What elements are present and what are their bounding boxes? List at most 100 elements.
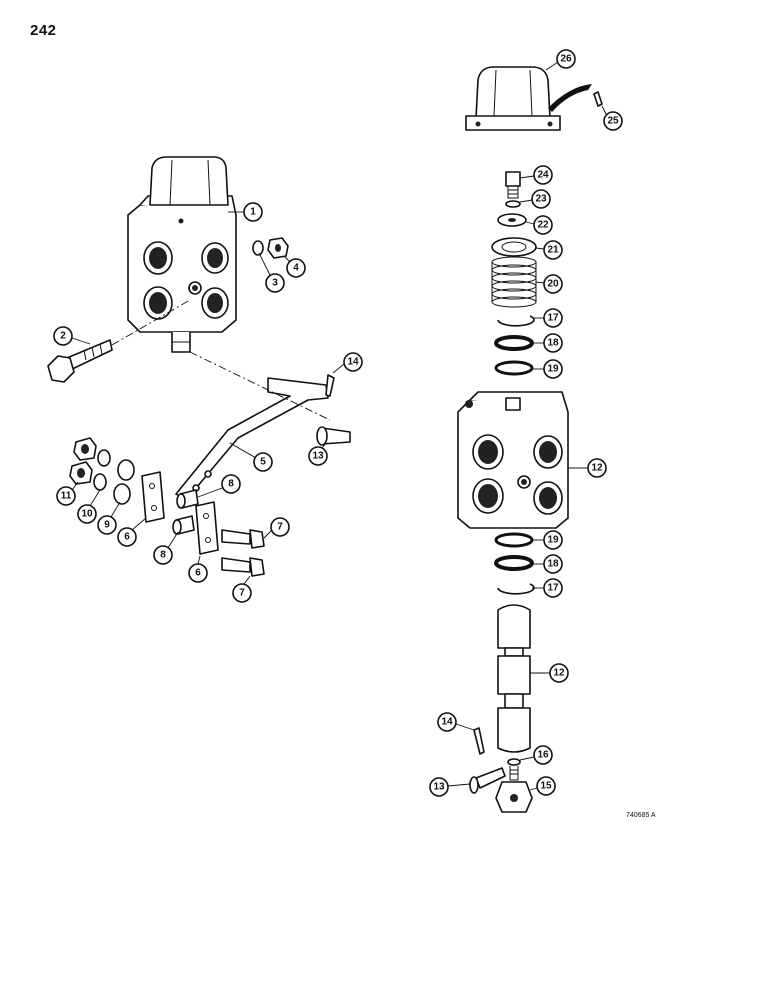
- cotter-pin-14-right: [473, 727, 485, 755]
- callout-6-left: 6: [117, 527, 137, 547]
- callout-26: 26: [556, 49, 576, 69]
- lock-washer-3: [252, 240, 264, 256]
- callout-12-spool: 12: [549, 663, 569, 683]
- callout-5: 5: [253, 452, 273, 472]
- svg-text:8: 8: [228, 479, 234, 490]
- callout-20: 20: [543, 274, 563, 294]
- svg-text:5: 5: [260, 457, 266, 468]
- plate-6b: [195, 501, 219, 555]
- callout-9: 9: [97, 515, 117, 535]
- bolt-2: [47, 339, 113, 383]
- callout-18-top: 18: [543, 333, 563, 353]
- spool-12: [497, 604, 531, 753]
- spacer-8b: [172, 515, 195, 535]
- callout-7-bottom: 7: [232, 583, 252, 603]
- pin-13-right: [469, 767, 506, 794]
- seal-ring-18-top: [494, 335, 534, 351]
- callout-19-top: 19: [543, 359, 563, 379]
- figure-code: 740685 A: [626, 812, 656, 819]
- spring-seat-21: [491, 237, 537, 257]
- valve-assembly-left: [127, 156, 237, 353]
- washer-9b: [113, 483, 131, 505]
- retainer-22: [497, 213, 527, 227]
- callout-2: 2: [53, 326, 73, 346]
- svg-text:18: 18: [547, 559, 559, 570]
- svg-text:21: 21: [547, 245, 559, 256]
- bolt-7a: [221, 529, 265, 549]
- callout-8-bottom: 8: [153, 545, 173, 565]
- o-ring-19-top: [494, 360, 534, 376]
- callouts: 1 3 4 2 14 5 13 11 10 9 6 8 8: [53, 49, 623, 797]
- svg-text:23: 23: [535, 194, 547, 205]
- callout-14-right: 14: [437, 712, 457, 732]
- svg-text:26: 26: [560, 54, 572, 65]
- spacer-8a: [176, 489, 199, 509]
- svg-text:20: 20: [547, 279, 559, 290]
- screw-24: [505, 171, 521, 199]
- callout-10: 10: [77, 504, 97, 524]
- o-ring-19-bottom: [494, 532, 534, 548]
- svg-text:19: 19: [547, 535, 559, 546]
- cotter-pin-14-left: [325, 374, 335, 397]
- callout-15: 15: [536, 776, 556, 796]
- svg-text:8: 8: [160, 550, 166, 561]
- washer-23: [505, 200, 521, 208]
- callout-11: 11: [56, 486, 76, 506]
- callout-16: 16: [533, 745, 553, 765]
- callout-13-left: 13: [308, 446, 328, 466]
- svg-text:22: 22: [537, 220, 549, 231]
- svg-text:16: 16: [537, 750, 549, 761]
- cap-26: [465, 66, 561, 131]
- svg-text:2: 2: [60, 331, 66, 342]
- seal-ring-18-bottom: [494, 555, 534, 571]
- callout-12-body: 12: [587, 458, 607, 478]
- cable-25-lead: [548, 84, 592, 112]
- spring-20: [491, 256, 537, 308]
- svg-text:6: 6: [124, 532, 130, 543]
- callout-17-top: 17: [543, 308, 563, 328]
- svg-text:13: 13: [433, 782, 445, 793]
- callout-6-right: 6: [188, 563, 208, 583]
- svg-text:15: 15: [540, 781, 552, 792]
- svg-text:11: 11: [61, 491, 72, 502]
- svg-text:24: 24: [537, 170, 549, 181]
- nuts-11: [69, 437, 97, 485]
- svg-text:17: 17: [547, 313, 559, 324]
- callout-17-bottom: 17: [543, 578, 563, 598]
- svg-text:1: 1: [250, 207, 256, 218]
- washer-9a: [117, 459, 135, 481]
- callout-14-left: 14: [343, 352, 363, 372]
- callout-25: 25: [603, 111, 623, 131]
- clevis-15: [495, 766, 533, 813]
- snap-ring-17-top: [497, 315, 535, 327]
- callout-8-top: 8: [221, 474, 241, 494]
- page-number: 242: [30, 22, 57, 39]
- svg-text:14: 14: [347, 357, 359, 368]
- callout-19-bottom: 19: [543, 530, 563, 550]
- svg-text:17: 17: [547, 583, 559, 594]
- svg-text:13: 13: [312, 451, 324, 462]
- svg-text:25: 25: [607, 116, 619, 127]
- svg-text:10: 10: [81, 509, 93, 520]
- callout-4: 4: [286, 258, 306, 278]
- svg-text:18: 18: [547, 338, 559, 349]
- svg-text:9: 9: [104, 520, 110, 531]
- callout-24: 24: [533, 165, 553, 185]
- bolt-7b: [221, 557, 265, 577]
- pin-13-left: [316, 426, 351, 446]
- svg-text:7: 7: [277, 522, 283, 533]
- washer-16: [507, 758, 521, 766]
- valve-body-12: [457, 391, 569, 529]
- svg-text:14: 14: [441, 717, 453, 728]
- plate-6a: [141, 471, 165, 523]
- washer-10b: [93, 473, 107, 491]
- screw-25: [593, 91, 603, 107]
- svg-text:6: 6: [195, 568, 201, 579]
- nut-4: [267, 237, 289, 259]
- snap-ring-17-bottom: [497, 583, 535, 595]
- callout-23: 23: [531, 189, 551, 209]
- callout-22: 22: [533, 215, 553, 235]
- svg-text:3: 3: [272, 278, 278, 289]
